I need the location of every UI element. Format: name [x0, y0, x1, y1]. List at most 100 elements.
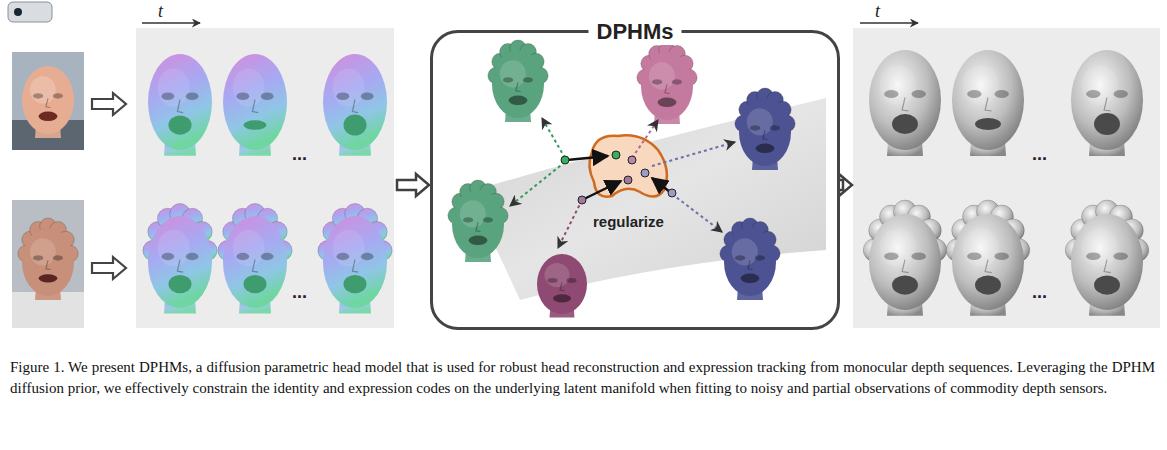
head-figure [22, 66, 74, 138]
head-figure [952, 50, 1024, 156]
face-highlight [1082, 65, 1118, 105]
latent-code [624, 176, 632, 184]
eye-socket [261, 253, 274, 260]
nose-line [1104, 260, 1110, 273]
sensor-lens [14, 8, 22, 16]
nose-line [352, 100, 358, 113]
mouth [892, 275, 918, 294]
mouth [741, 274, 760, 284]
eye-socket [967, 252, 981, 260]
eye-socket [463, 217, 473, 222]
head-figure [488, 40, 548, 122]
sequence-panel: t...... [136, 28, 394, 328]
head-face [952, 214, 1024, 310]
head-figure [735, 88, 795, 170]
mouth [892, 114, 918, 134]
face-highlight [1082, 228, 1118, 266]
mouth [243, 275, 266, 293]
eye-socket [186, 92, 199, 100]
nose-line [560, 283, 565, 291]
eye-socket [33, 93, 43, 98]
flow-arrow [397, 174, 429, 196]
head-figure [448, 180, 508, 262]
eye-socket [567, 278, 577, 283]
nose-line [476, 222, 481, 231]
face-highlight [460, 200, 486, 227]
head-figure [143, 203, 217, 313]
eye-socket [967, 90, 981, 98]
mouth [39, 274, 58, 282]
head-figure [720, 218, 780, 300]
flow-arrow [839, 174, 852, 196]
head-face [223, 54, 287, 150]
nose-line [177, 100, 183, 113]
head-face [22, 66, 74, 134]
eye-socket [336, 92, 349, 100]
projection-line [672, 194, 722, 232]
eye-socket [186, 253, 199, 260]
input-arrow [92, 257, 126, 279]
latent-code [641, 169, 649, 177]
mouth [975, 118, 1001, 130]
head-figure [537, 254, 587, 318]
regularize-arrow [584, 181, 621, 199]
face-highlight [649, 62, 675, 89]
mouth [343, 275, 366, 293]
panel-title: DPHMs [588, 19, 681, 45]
photo-frame [12, 200, 84, 328]
face-highlight [30, 238, 56, 265]
eye-socket [1113, 252, 1127, 260]
eye-socket [750, 125, 760, 130]
eye-socket [161, 92, 174, 100]
face-highlight [158, 230, 190, 267]
latent-code [612, 151, 620, 159]
figure-caption: Figure 1. We present DPHMs, a diffusion … [10, 357, 1155, 398]
head-face [869, 214, 941, 310]
time-label: t [158, 1, 163, 22]
sequence-panel: t...... [853, 28, 1160, 328]
output-panel [853, 28, 1160, 328]
mouth [168, 115, 191, 134]
head-face [22, 228, 74, 296]
eye-socket [1113, 90, 1127, 98]
latent-code [628, 156, 636, 164]
face-highlight [545, 263, 570, 287]
mouth [756, 144, 775, 154]
head-figure [637, 42, 697, 124]
eye-socket [755, 255, 765, 260]
eye-socket [361, 253, 374, 260]
eye-socket [548, 278, 558, 283]
nose-line [516, 82, 521, 91]
head-figure [318, 203, 392, 313]
regularize-label: regularize [593, 213, 664, 230]
eye-socket [53, 255, 63, 260]
face-highlight [333, 68, 365, 106]
nose-line [902, 260, 908, 273]
head-face [1071, 50, 1143, 150]
latent-code [668, 189, 676, 197]
face-highlight [333, 230, 365, 267]
head-face [492, 50, 544, 118]
head-figure [869, 50, 941, 156]
nose-line [902, 98, 908, 112]
eye-socket [161, 253, 174, 260]
face-highlight [158, 68, 190, 106]
nose-line [352, 260, 358, 272]
mouth [343, 114, 366, 135]
ellipsis-label: ... [1032, 282, 1047, 303]
ellipsis-label: ... [292, 144, 307, 165]
head-face [223, 216, 287, 308]
face-highlight [500, 60, 526, 87]
face-highlight [963, 65, 999, 105]
input-arrow [92, 93, 126, 115]
head-face [323, 54, 387, 150]
face-highlight [747, 108, 773, 135]
face-highlight [732, 238, 758, 265]
nose-line [252, 260, 258, 272]
head-face [869, 50, 941, 150]
head-face [724, 228, 776, 296]
face-highlight [880, 65, 916, 105]
eye-socket [735, 255, 745, 260]
eye-socket [1086, 90, 1100, 98]
eye-socket [672, 79, 682, 84]
